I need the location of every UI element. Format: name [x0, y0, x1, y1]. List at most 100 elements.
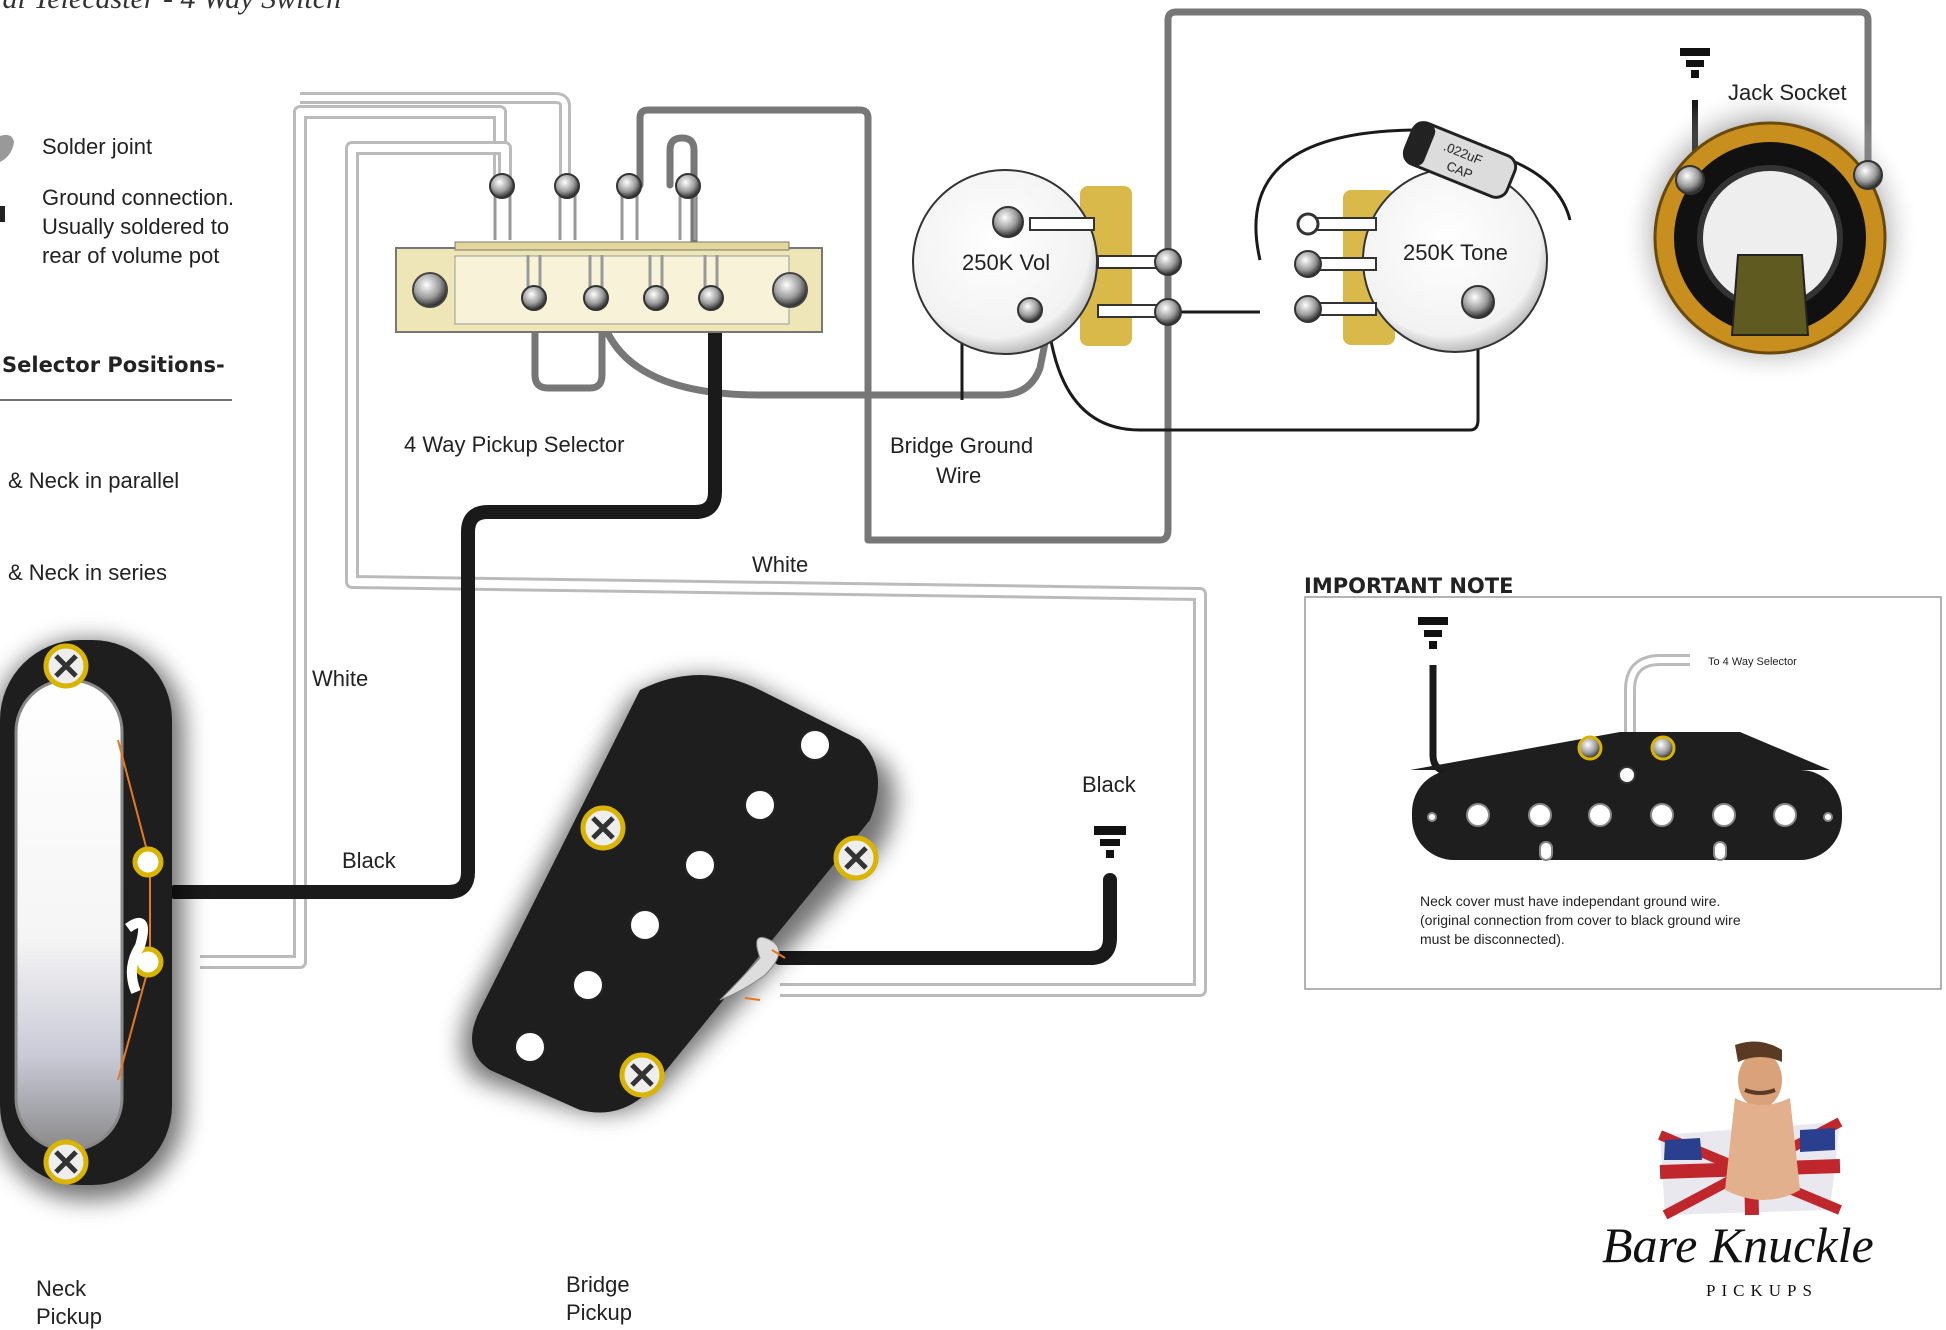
note-slot-right	[1713, 841, 1727, 861]
selector-mount-screw-left	[412, 272, 448, 308]
black-wire-bridge	[773, 873, 1117, 965]
brand-logo: Bare Knuckle PICKUPS	[1602, 1041, 1874, 1300]
neck-pickup-label-line1: Neck	[36, 1276, 87, 1301]
note-pickup-back	[1410, 732, 1830, 770]
position-parallel: & Neck in parallel	[8, 468, 179, 493]
jack-label: Jack Socket	[1728, 80, 1847, 105]
bridge-pole-4	[629, 909, 661, 941]
legend-solder-joint: Solder joint	[42, 134, 152, 159]
note-pole-2	[1528, 803, 1552, 827]
jack-tip-spring	[1730, 254, 1810, 336]
note-line2: (original connection from cover to black…	[1420, 912, 1741, 928]
neck-pickup-cover	[14, 678, 124, 1152]
brand-sub: PICKUPS	[1706, 1281, 1818, 1300]
note-small-screw-right	[1823, 812, 1833, 822]
bridge-pickup	[462, 675, 895, 1113]
position-series: & Neck in series	[8, 560, 167, 585]
wire-label-white-left: White	[312, 666, 368, 691]
neck-screw-bottom-slot	[54, 1150, 78, 1174]
black-wire-neck	[168, 291, 722, 899]
boxer-head	[1738, 1052, 1782, 1108]
selector-lug-top-3	[616, 173, 642, 199]
neck-pickup-label-line2: Pickup	[36, 1304, 102, 1329]
wire-label-white-top: White	[752, 552, 808, 577]
note-lug-2	[1650, 735, 1676, 761]
important-note-heading: IMPORTANT NOTE	[1304, 574, 1513, 598]
bridge-ground-label-line2: Wire	[936, 463, 981, 488]
note-slot-left	[1539, 841, 1553, 861]
volume-pot	[912, 169, 1182, 355]
legend-ground-line2: Usually soldered to	[42, 214, 229, 239]
bridge-pole-2	[744, 789, 776, 821]
jack-sleeve-lug	[1675, 165, 1705, 195]
neck-pickup	[0, 640, 184, 1200]
neck-pickup-coil-lead	[117, 739, 151, 1081]
tone-pot	[1294, 167, 1548, 353]
vol-lug-link-top	[1029, 217, 1095, 231]
selector-lug-top-2	[554, 173, 580, 199]
grey-wire-jack-loop	[636, 8, 1872, 544]
bridge-pickup-label-line2: Pickup	[566, 1300, 632, 1325]
note-pole-6	[1773, 803, 1797, 827]
selector-top-pins	[493, 190, 719, 298]
vol-lug-bottom	[1154, 298, 1182, 326]
cap-wire-right	[1509, 158, 1572, 221]
capacitor: .022uF CAP	[1402, 121, 1518, 199]
tone-pot-label: 250K Tone	[1403, 240, 1508, 265]
bridge-pole-pieces	[514, 729, 831, 1063]
note-pole-5	[1712, 803, 1736, 827]
note-pole-4	[1650, 803, 1674, 827]
selector-lug-bottom-4	[698, 285, 724, 311]
positions-heading: Selector Positions-	[2, 353, 225, 377]
note-pole-1	[1466, 803, 1490, 827]
jack-ground-icon	[1680, 48, 1710, 78]
white-wire-switch-top-core	[300, 95, 568, 180]
bridge-pole-3	[684, 849, 716, 881]
bridge-screw-2-slot	[844, 846, 868, 870]
boxer-torso-icon	[1725, 1098, 1800, 1200]
solder-joint-icon	[0, 134, 14, 162]
bridge-coil-lead	[744, 949, 786, 1001]
tone-solder-joint	[1461, 285, 1495, 319]
selector-mount-screw-right	[772, 272, 808, 308]
legend: Solder joint Ground connection. Usually …	[0, 134, 234, 585]
bridge-screw-3-slot	[630, 1063, 654, 1087]
note-line1: Neck cover must have independant ground …	[1420, 893, 1720, 909]
vol-solder-joint-ground	[1017, 297, 1043, 323]
diagram-title: ...al Telecaster - 4 Way Switch	[0, 0, 341, 15]
boxer-moustache	[1744, 1088, 1776, 1095]
bridge-pickup-body	[472, 675, 878, 1113]
neck-screw-top-slot	[54, 654, 78, 678]
black-wires	[168, 291, 1117, 965]
white-wire-bridge-core	[348, 144, 1204, 994]
selector-lug-bottom-1	[521, 285, 547, 311]
cap-wire-left	[1254, 128, 1421, 261]
vol-pot-label: 250K Vol	[962, 250, 1050, 275]
tone-lug-link-top	[1309, 217, 1377, 231]
note-white-wire-core	[1627, 657, 1690, 768]
vol-solder-joint-top	[992, 206, 1024, 238]
tone-lug-mid	[1294, 250, 1322, 278]
ground-wire-tone	[1046, 312, 1480, 432]
legend-ground-line1: Ground connection.	[42, 185, 234, 210]
ground-icon	[0, 206, 5, 222]
note-ground-icon	[1418, 617, 1448, 649]
neck-lug-top	[132, 846, 164, 878]
bridge-pickup-label-line1: Bridge	[566, 1272, 630, 1297]
bridge-pole-5	[572, 969, 604, 1001]
four-way-selector	[395, 173, 823, 333]
note-to-selector: To 4 Way Selector	[1708, 656, 1797, 668]
neck-solder-joint	[125, 918, 148, 994]
selector-label: 4 Way Pickup Selector	[404, 432, 625, 457]
flag-blue	[1664, 1128, 1835, 1160]
bridge-ground-label-line1: Bridge Ground	[890, 433, 1033, 458]
selector-lug-top-4	[675, 173, 701, 199]
white-wire-outer-core	[200, 108, 504, 966]
important-note: IMPORTANT NOTE To 4 Way Selector Nec	[1304, 574, 1942, 990]
grey-wire-to-vol	[594, 296, 1054, 399]
tone-lug-bottom	[1294, 295, 1322, 323]
selector-rail	[454, 241, 790, 251]
white-wires	[200, 92, 1207, 997]
note-line3: must be disconnected).	[1420, 931, 1565, 947]
jack-tip-lug	[1853, 160, 1883, 190]
